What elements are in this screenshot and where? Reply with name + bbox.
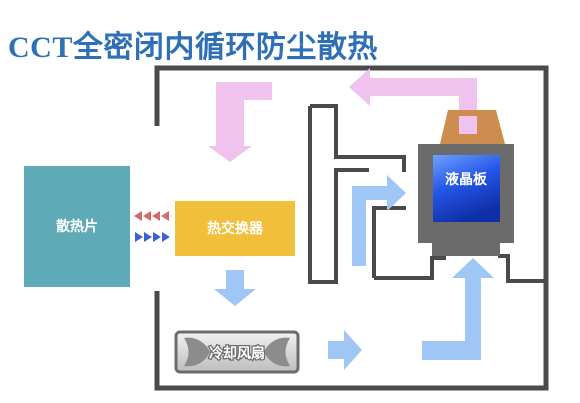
hot-airflow-arrows (208, 68, 477, 162)
lcd-panel-label: 液晶板 (445, 171, 488, 188)
page-title: CCT全密闭内循环防尘散热 (8, 31, 378, 64)
enclosure (154, 65, 549, 391)
heat-transfer-arrows (131, 211, 176, 242)
heat-exchanger: 热交换器 (175, 201, 295, 256)
exhaust-duct (440, 110, 505, 144)
cooling-fan-label: 冷却风扇 (209, 345, 265, 362)
internal-partitions (308, 104, 546, 284)
heatsink-label: 散热片 (56, 218, 98, 235)
cooling-fan: 冷却风扇 (174, 330, 300, 374)
lcd-panel (433, 155, 500, 222)
lcd-housing: 液晶板 (418, 144, 514, 256)
cold-airflow-arrows (214, 175, 494, 370)
heat-exchanger-label: 热交换器 (207, 220, 264, 237)
heatsink: 散热片 (24, 166, 130, 287)
